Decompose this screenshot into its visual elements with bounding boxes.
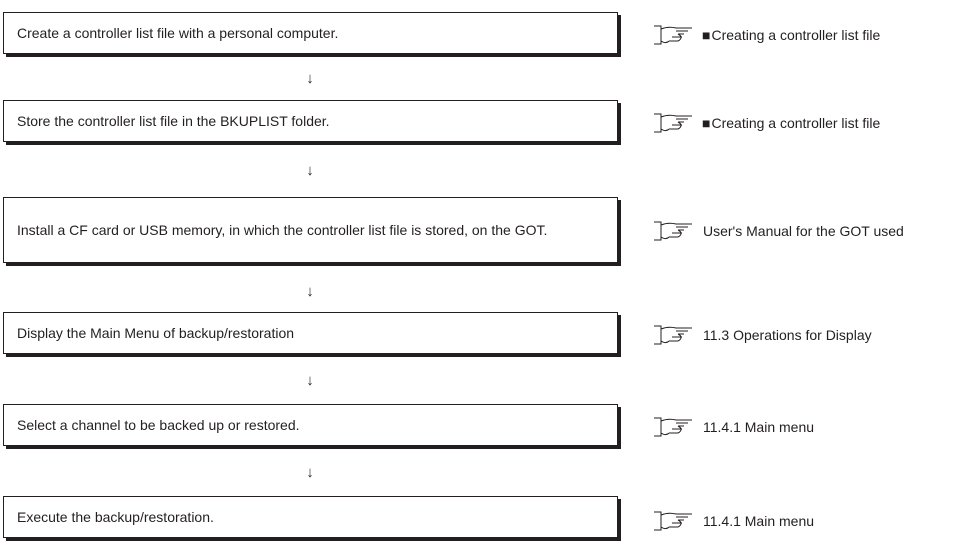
reference-3[interactable]: User's Manual for the GOT used [652,218,904,244]
reference-2-text: Creating a controller list file [711,115,881,131]
flow-arrow-3: ↓ [306,283,314,300]
reference-1-text: Creating a controller list file [711,27,881,43]
pointing-hand-reference-icon [654,25,692,45]
flow-step-1: Create a controller list file with a per… [3,12,618,54]
flow-arrow-4: ↓ [306,372,314,389]
flow-step-1-text: Create a controller list file with a per… [17,24,339,41]
reference-2-bullet: ■ [702,115,711,131]
flow-arrow-5: ↓ [306,464,314,481]
flow-arrow-2: ↓ [306,162,314,179]
pointing-hand-reference-icon [654,417,692,437]
flow-step-4-text: Display the Main Menu of backup/restorat… [17,324,295,341]
reference-2[interactable]: ■ Creating a controller list file [652,110,880,136]
flow-step-4: Display the Main Menu of backup/restorat… [3,312,618,354]
flow-step-2-text: Store the controller list file in the BK… [17,112,330,129]
pointing-hand-reference-icon [654,325,692,345]
flow-step-6: Execute the backup/restoration. [3,496,618,538]
reference-6[interactable]: 11.4.1 Main menu [652,508,814,534]
pointing-hand-reference-icon [654,113,692,133]
reference-5-text: 11.4.1 Main menu [703,419,815,435]
flow-arrow-1: ↓ [306,70,314,87]
reference-5[interactable]: 11.4.1 Main menu [652,414,814,440]
reference-4[interactable]: 11.3 Operations for Display [652,322,872,348]
pointing-hand-reference-icon [654,221,692,241]
flow-step-2: Store the controller list file in the BK… [3,100,618,142]
reference-4-text: 11.3 Operations for Display [703,327,872,343]
flow-step-6-text: Execute the backup/restoration. [17,508,214,525]
flow-step-5-text: Select a channel to be backed up or rest… [17,416,300,433]
reference-1-bullet: ■ [702,27,711,43]
flow-step-3: Install a CF card or USB memory, in whic… [3,197,618,263]
flow-step-3-text: Install a CF card or USB memory, in whic… [17,221,548,238]
flow-step-5: Select a channel to be backed up or rest… [3,404,618,446]
reference-3-text: User's Manual for the GOT used [703,223,904,239]
reference-1[interactable]: ■ Creating a controller list file [652,22,880,48]
pointing-hand-reference-icon [654,511,692,531]
reference-6-text: 11.4.1 Main menu [703,513,815,529]
